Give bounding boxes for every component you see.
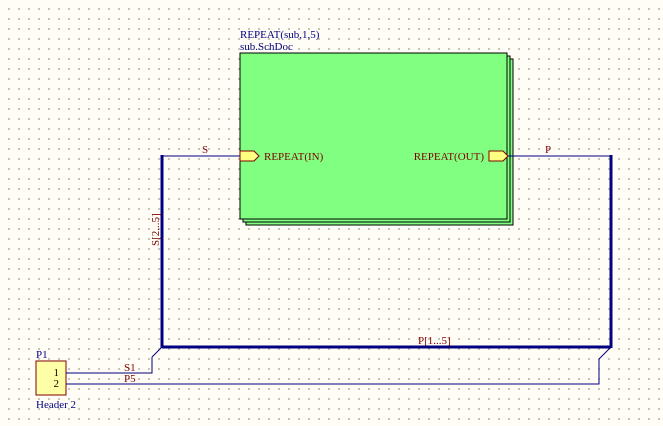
net-label-p5: P5 [124, 373, 136, 385]
bus-entry-p5[interactable] [598, 346, 612, 360]
sheet-entry-in-port[interactable] [239, 150, 260, 162]
net-label-s: S [202, 144, 208, 156]
sheet-entry-out-port[interactable] [488, 150, 509, 162]
wire-s1[interactable] [76, 357, 153, 374]
header-pin-2-number: 2 [54, 378, 60, 390]
sheet-symbol[interactable] [239, 52, 514, 226]
net-label-p-bus: P[1...5] [418, 335, 451, 347]
net-label-s1: S1 [124, 362, 136, 374]
sheet-entry-in-label: REPEAT(IN) [264, 151, 324, 163]
component-designator: P1 [36, 349, 48, 361]
component-comment: Header 2 [36, 399, 76, 411]
net-label-p: P [545, 144, 551, 156]
sheet-entry-out-label: REPEAT(OUT) [414, 151, 485, 163]
sheet-designator: REPEAT(sub,1,5) [240, 29, 320, 41]
bus-entry-s1[interactable] [151, 346, 163, 358]
sheet-filename: sub.SchDoc [240, 41, 293, 53]
header-body[interactable] [35, 360, 67, 396]
header-pin-1-number: 1 [54, 367, 60, 379]
sheet-symbol-body[interactable] [239, 52, 508, 220]
net-label-s-bus: S[2...5] [150, 213, 162, 246]
wire-p5[interactable] [76, 359, 600, 385]
